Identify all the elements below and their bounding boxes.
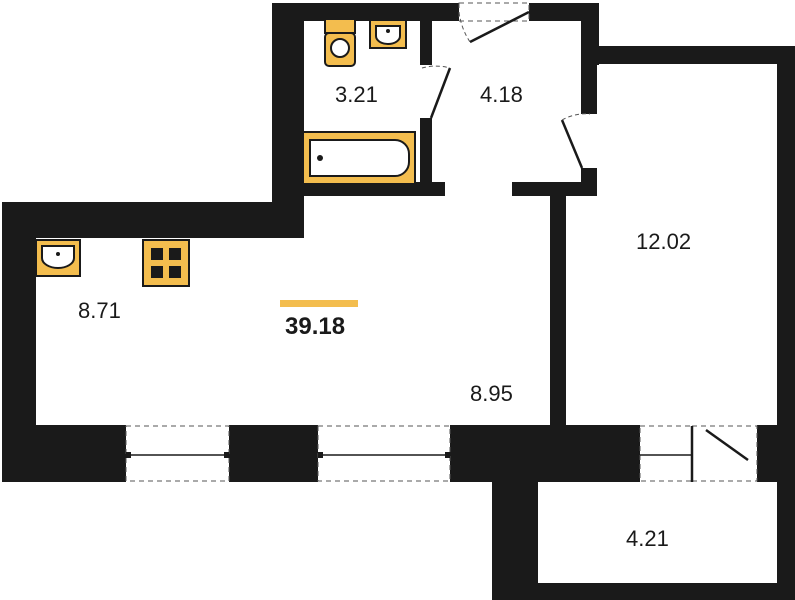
room-area-living: 8.95 xyxy=(470,381,513,406)
stove-icon xyxy=(142,239,190,287)
toilet-icon xyxy=(324,18,356,67)
room-area-bathroom: 3.21 xyxy=(335,82,378,107)
windows xyxy=(125,425,693,482)
total-area: 39.18 xyxy=(285,313,346,340)
room-area-balcony: 4.21 xyxy=(626,526,669,551)
washbasin-icon xyxy=(369,19,407,49)
room-area-hallway: 4.18 xyxy=(480,82,523,107)
walls xyxy=(2,3,795,600)
bathtub-icon xyxy=(302,131,416,185)
room-area-kitchen: 8.71 xyxy=(78,298,121,323)
doors xyxy=(421,2,758,482)
room-area-bedroom: 12.02 xyxy=(636,229,692,254)
total-area-marker xyxy=(280,300,358,307)
kitchen-sink-icon xyxy=(35,239,81,277)
